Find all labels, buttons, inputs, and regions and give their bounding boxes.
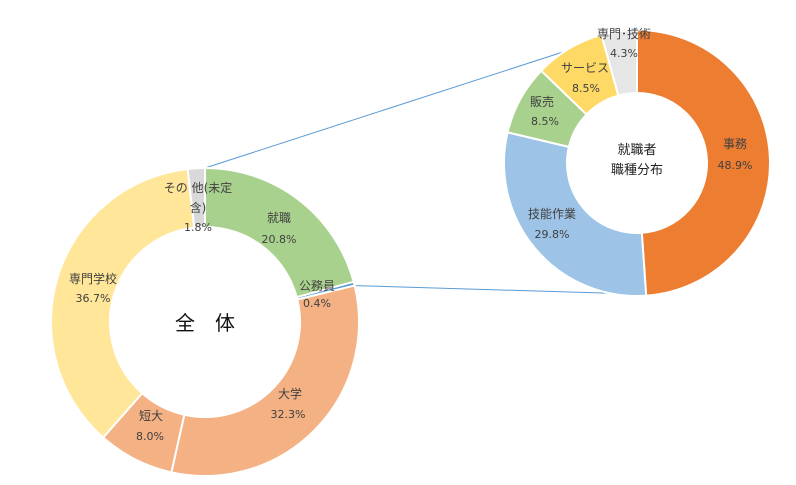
connector-line-bottom xyxy=(354,285,635,295)
label-tandai: 短大 xyxy=(139,409,163,423)
pct-hanbai: 8.5% xyxy=(531,115,559,128)
pct-ginou-sagyou: 29.8% xyxy=(535,228,570,241)
pct-service: 8.5% xyxy=(572,82,600,95)
label-hanbai: 販売 xyxy=(530,94,554,109)
pct-senmon-gakkou: 36.7% xyxy=(76,292,111,305)
pct-tandai: 8.0% xyxy=(136,430,164,443)
occupation-center-label-line1: 就職者 xyxy=(617,143,656,158)
label-senmon-gijutsu: 専門･技術 xyxy=(597,27,651,41)
overall-center-label: 全 体 xyxy=(175,311,235,335)
label-service: サービス xyxy=(561,61,609,75)
label-daigaku: 大学 xyxy=(278,386,302,401)
label-senmon-gakkou: 専門学校 xyxy=(69,271,117,286)
label-sonota-line1: その 他(未定 xyxy=(164,180,233,195)
pct-koumuin: 0.4% xyxy=(303,297,331,310)
label-koumuin: 公務員 xyxy=(299,279,335,293)
occupation-slice-4 xyxy=(600,28,638,97)
occupation-slice-0 xyxy=(636,28,771,297)
pct-sonota: 1.8% xyxy=(184,221,212,234)
occupation-donut xyxy=(503,28,771,297)
occupation-slice-1 xyxy=(503,131,648,297)
label-jimu: 事務 xyxy=(723,137,747,151)
overall-slice-2 xyxy=(170,284,360,477)
pct-daigaku: 32.3% xyxy=(271,408,306,421)
overall-slice-5 xyxy=(186,166,206,229)
label-sonota-line2: 含) xyxy=(190,200,207,215)
pct-senmon-gijutsu: 4.3% xyxy=(610,47,638,60)
label-ginou-sagyou: 技能作業 xyxy=(528,207,576,221)
pct-jimu: 48.9% xyxy=(718,159,753,172)
label-shushoku: 就職 xyxy=(267,211,291,225)
occupation-center-label-line2: 職種分布 xyxy=(611,162,663,178)
pct-shushoku: 20.8% xyxy=(262,233,297,246)
overall-slice-4 xyxy=(50,167,196,439)
overall-donut xyxy=(50,166,360,477)
